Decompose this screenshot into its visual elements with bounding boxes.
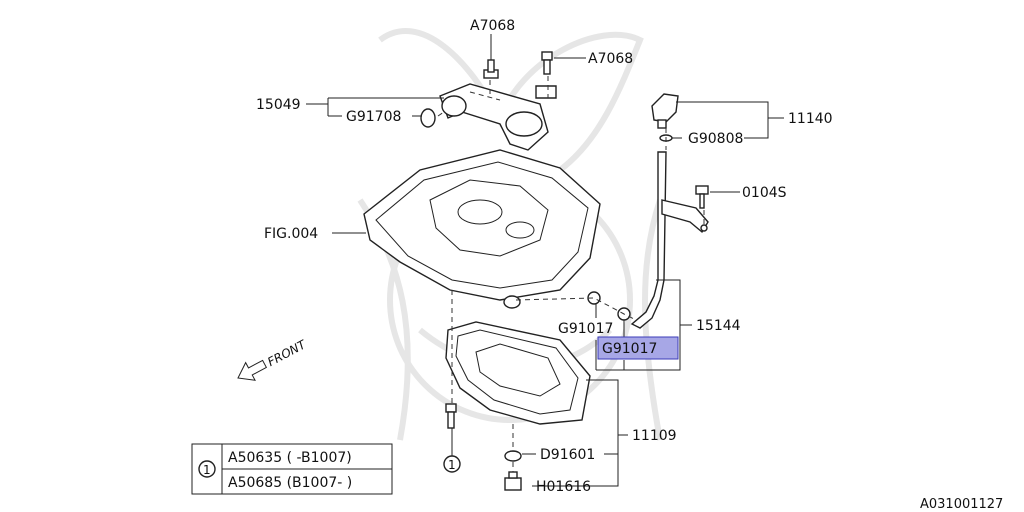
label-11109[interactable]: 11109 (632, 428, 677, 444)
callout-table-symbol: 1 (203, 463, 211, 477)
label-11140[interactable]: 11140 (788, 111, 833, 127)
upper-oil-pan[interactable] (363, 149, 601, 309)
lower-oil-pan[interactable] (445, 321, 591, 491)
oil-strainer-assembly[interactable] (420, 51, 557, 151)
callout-marker-1[interactable]: 1 (443, 455, 461, 473)
callout-row-2[interactable]: A50685 (B1007- ) (228, 475, 352, 491)
label-a7068-top[interactable]: A7068 (470, 18, 515, 34)
label-d91601[interactable]: D91601 (540, 447, 595, 463)
callout-row-1[interactable]: A50635 ( -B1007) (228, 450, 352, 466)
drawing-id: A031001127 (920, 497, 1003, 512)
callout-table: 1 A50635 ( -B1007) A50685 (B1007- ) (191, 443, 393, 495)
label-a7068-right[interactable]: A7068 (588, 51, 633, 67)
label-g91017-highlighted[interactable]: G91017 (602, 341, 657, 357)
label-g90808[interactable]: G90808 (688, 131, 743, 147)
front-arrow-icon: FRONT (237, 337, 309, 381)
highlight-box (597, 336, 679, 360)
label-fig-004[interactable]: FIG.004 (264, 226, 318, 242)
label-0104s[interactable]: 0104S (742, 185, 787, 201)
label-g91708[interactable]: G91708 (346, 109, 401, 125)
label-15144[interactable]: 15144 (696, 318, 741, 334)
front-label: FRONT (265, 337, 309, 369)
label-h01616[interactable]: H01616 (536, 479, 591, 495)
label-15049[interactable]: 15049 (256, 97, 301, 113)
leader-lines (306, 34, 784, 487)
label-g91017[interactable]: G91017 (558, 321, 613, 337)
svg-text:1: 1 (448, 458, 456, 472)
assembly-dashed-lines (437, 76, 705, 472)
